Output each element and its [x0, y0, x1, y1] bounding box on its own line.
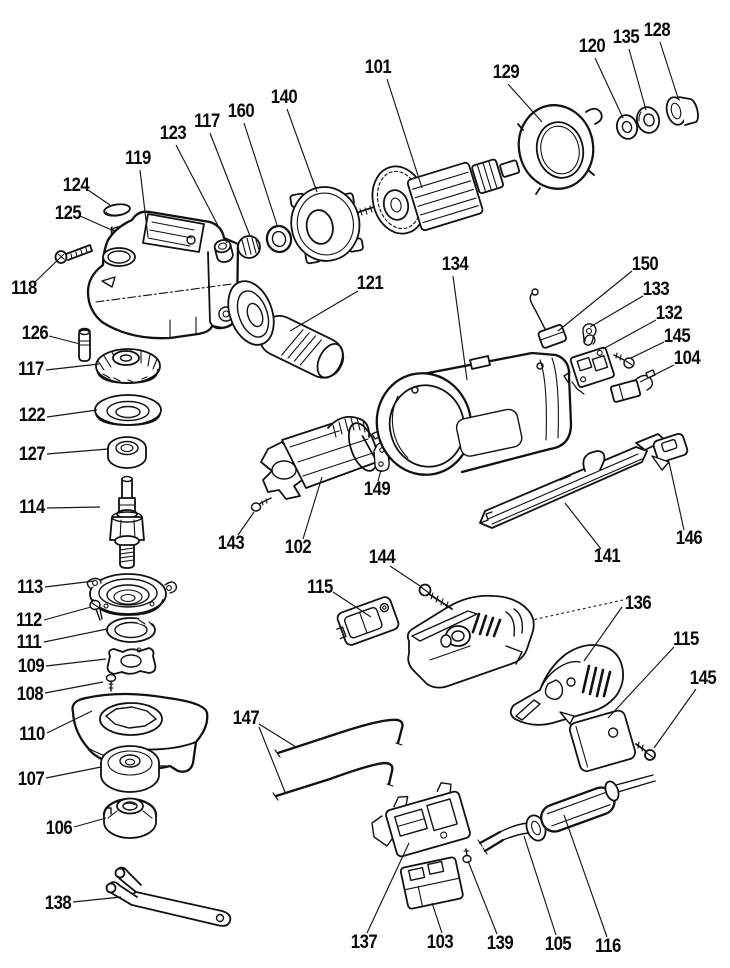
- leader-line-122: [46, 409, 98, 418]
- part-137-switch: [371, 782, 471, 858]
- leader-line-101: [386, 78, 423, 189]
- part-104-carbon-brush: [609, 369, 656, 403]
- part-117-pinion-gear: [237, 235, 261, 259]
- part-119-gear-housing: [86, 210, 240, 340]
- leader-line-117: [209, 132, 251, 237]
- part-160-spacer-ring: [265, 224, 293, 254]
- part-136-handle-housing-lower: [509, 644, 625, 726]
- part-117-bevel-gear: [95, 348, 161, 384]
- part-109-cam-plate: [106, 647, 157, 675]
- leader-line-140: [286, 108, 318, 193]
- leader-line-124: [87, 189, 111, 206]
- leader-line-143: [237, 511, 255, 536]
- part-108-screw: [105, 673, 117, 692]
- leader-line-118: [33, 253, 65, 284]
- part-120-washer: [615, 114, 639, 140]
- leader-line-132: [602, 319, 657, 350]
- leader-line-113: [44, 580, 95, 588]
- part-126-pin: [78, 327, 91, 362]
- part-138-pin-wrench: [105, 866, 232, 927]
- part-113-bearing-flange: [86, 573, 178, 616]
- leader-line-127: [46, 448, 109, 455]
- part-127-ball-bearing: [107, 436, 147, 469]
- leader-line-126: [48, 335, 81, 345]
- leader-line-111: [43, 628, 108, 643]
- part-103-terminal-block: [399, 856, 464, 910]
- leader-line-107: [45, 766, 102, 779]
- part-146-lock-lever: [635, 432, 689, 471]
- part-140-fan-baffle: [289, 186, 364, 265]
- part-141-switch-slide-bar: [479, 446, 648, 529]
- part-124-plug: [103, 203, 131, 217]
- leader-line-102: [302, 476, 323, 540]
- part-136-handle-housing-upper: [406, 594, 535, 689]
- leader-line-115: [607, 646, 675, 719]
- part-145-screw-right: [635, 741, 656, 761]
- leader-line-147: [258, 723, 297, 748]
- part-101-armature: [355, 158, 521, 235]
- leader-line-112: [43, 606, 92, 621]
- leader-line-138: [72, 896, 122, 903]
- leader-line-123: [175, 144, 228, 244]
- leader-line-105: [523, 835, 557, 936]
- leader-line-120: [594, 57, 624, 119]
- leader-line-128: [659, 41, 679, 99]
- part-115-cover-plate-right: [568, 709, 637, 772]
- leader-line-141: [564, 502, 602, 550]
- leader-line-134: [452, 275, 468, 381]
- leader-line-108: [44, 681, 104, 694]
- leader-line-135: [628, 48, 647, 111]
- leader-line-104: [639, 364, 675, 383]
- part-114-spindle: [109, 475, 145, 569]
- part-132-brush-holder: [563, 334, 615, 395]
- part-147-connecting-wires: [272, 718, 404, 801]
- part-118-screw: [54, 244, 93, 264]
- leader-line-110: [46, 710, 93, 734]
- part-150-capacitor: [529, 288, 568, 349]
- part-129-bearing-housing: [517, 104, 603, 195]
- part-128-sleeve: [665, 96, 699, 126]
- leader-line-150: [557, 270, 633, 332]
- part-143-screw: [250, 497, 272, 512]
- leader-line-109: [45, 658, 107, 667]
- part-107-backing-flange: [100, 745, 160, 793]
- leader-line-139: [467, 860, 498, 935]
- part-116-power-cord: [477, 774, 656, 855]
- part-121-side-handle: [227, 280, 345, 379]
- leader-line-103: [431, 902, 443, 934]
- part-144-screw: [418, 583, 453, 610]
- leader-line-116: [563, 814, 608, 938]
- leader-line-144: [389, 565, 421, 587]
- part-106-clamp-nut: [102, 797, 158, 839]
- leader-lines-layer: [33, 41, 697, 938]
- leader-line-146: [668, 461, 685, 531]
- leader-line-117: [45, 363, 100, 371]
- leader-line-137: [366, 842, 410, 934]
- part-135-ball-bearing: [635, 106, 661, 134]
- part-122-flange-washer: [94, 394, 162, 426]
- part-134-motor-housing: [375, 351, 573, 476]
- leader-line-145: [653, 688, 697, 749]
- part-145-screw-brush: [613, 352, 635, 369]
- leader-line-106: [73, 817, 107, 828]
- leader-line-149: [377, 469, 382, 482]
- leader-line-147: [258, 726, 286, 793]
- leader-line-115: [332, 591, 372, 618]
- part-111-retaining-ring: [106, 614, 156, 643]
- part-112-screw: [89, 599, 103, 621]
- leader-line-114: [46, 506, 101, 509]
- leader-line-136: [531, 599, 624, 621]
- leader-line-160: [243, 122, 278, 226]
- leader-line-145: [630, 341, 665, 359]
- leader-line-119: [139, 169, 149, 238]
- part-139-screw: [462, 848, 472, 864]
- leader-line-121: [289, 290, 359, 332]
- leader-line-129: [507, 83, 543, 123]
- leader-line-136: [583, 606, 623, 662]
- leader-line-133: [589, 295, 644, 328]
- leader-line-125: [79, 215, 115, 232]
- part-115-cover-plate-left: [336, 596, 400, 646]
